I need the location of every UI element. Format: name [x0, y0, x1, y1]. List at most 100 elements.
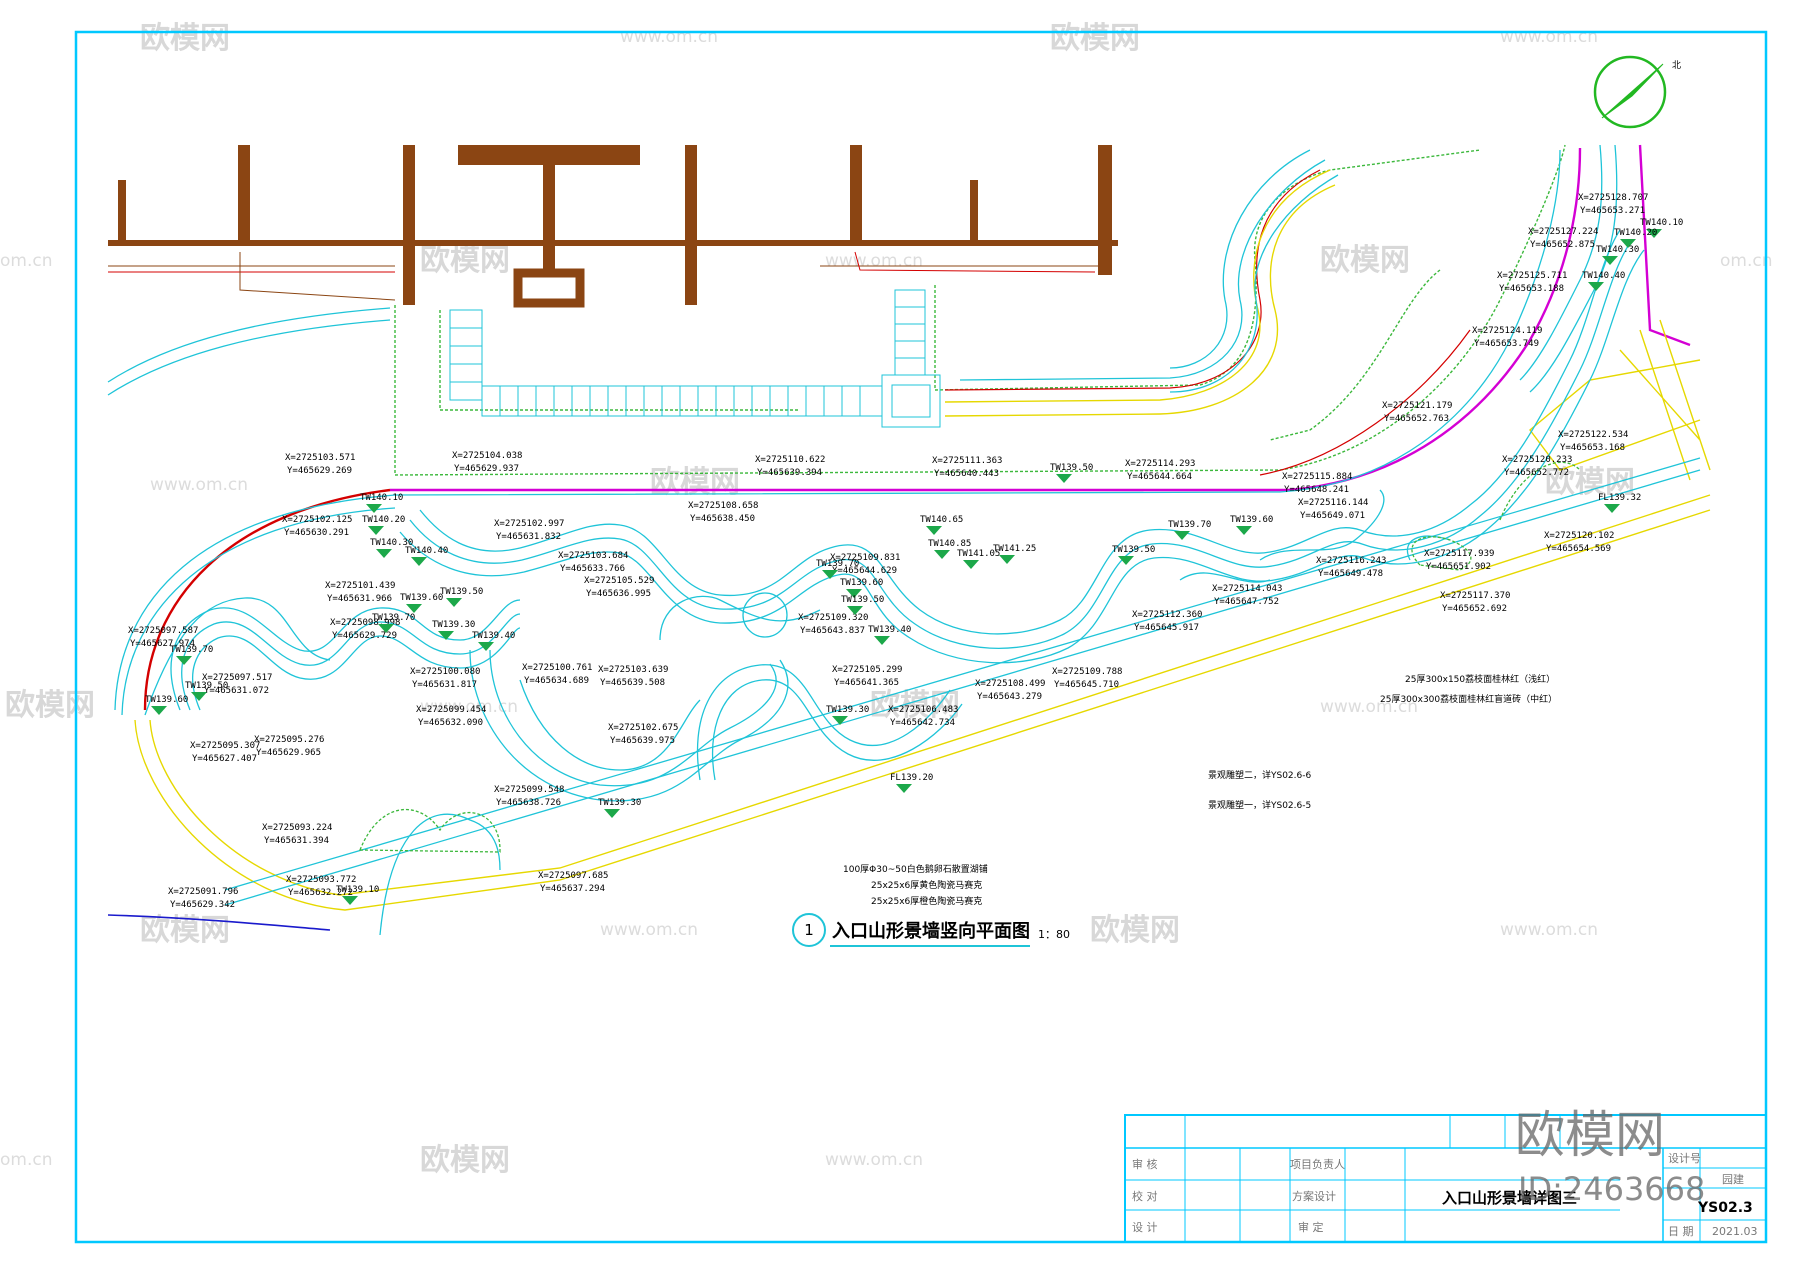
coordinate-y: Y=465643.837: [800, 626, 865, 636]
serpentine-walls: [107, 144, 1701, 936]
level-label: TW141.25: [993, 544, 1036, 554]
tb-scheme: 方案设计: [1292, 1189, 1336, 1203]
coordinate-x: X=2725127.224: [1528, 227, 1598, 237]
coordinate-x: X=2725114.293: [1125, 459, 1195, 469]
paving-note-a: 25厚300x150荔枝面桂林红（浅红）: [1405, 673, 1555, 685]
watermark-site: www.om.cn: [420, 697, 518, 717]
logo-id: ID:2463668: [1518, 1170, 1705, 1208]
level-marker-icon: [822, 570, 838, 579]
level-marker-icon: [963, 560, 979, 569]
coordinate-x: X=2725102.997: [494, 519, 564, 529]
drawing-scale: 1：80: [1038, 928, 1070, 941]
coordinate-y: Y=465653.188: [1499, 284, 1564, 294]
watermark-brand: 欧模网: [1090, 913, 1180, 948]
level-marker-icon: [176, 656, 192, 665]
coordinate-y: Y=465631.072: [204, 686, 269, 696]
level-marker-icon: [411, 557, 427, 566]
level-label: TW139.40: [868, 625, 911, 635]
coordinate-x: X=2725111.363: [932, 456, 1002, 466]
coordinate-y: Y=465639.508: [600, 678, 665, 688]
level-marker-icon: [999, 555, 1015, 564]
coordinate-y: Y=465653.168: [1560, 443, 1625, 453]
level-marker-icon: [896, 784, 912, 793]
coordinate-y: Y=465642.734: [890, 718, 955, 728]
coordinate-y: Y=465641.365: [834, 678, 899, 688]
coordinate-x: X=2725114.043: [1212, 584, 1282, 594]
tb-date: 2021.03: [1712, 1225, 1758, 1238]
coordinate-x: X=2725109.831: [830, 553, 900, 563]
watermark-site: www.om.cn: [1500, 920, 1598, 940]
level-marker-icon: [1646, 229, 1662, 238]
level-label: TW139.10: [336, 885, 379, 895]
planting-boundary: [394, 144, 1566, 476]
road-arc: [107, 914, 331, 931]
level-marker-icon: [934, 550, 950, 559]
coordinate-y: Y=465652.772: [1504, 468, 1569, 478]
level-marker-icon: [847, 606, 863, 615]
coordinate-x: X=2725116.144: [1298, 498, 1368, 508]
level-label: TW140.10: [1640, 218, 1683, 228]
level-label: TW139.60: [400, 593, 443, 603]
watermark-brand: 欧模网: [5, 688, 95, 723]
level-label: TW139.60: [840, 578, 883, 588]
tb-design: 设 计: [1132, 1221, 1158, 1234]
coordinate-x: X=2725120.233: [1502, 455, 1572, 465]
watermark-partial: om.cn: [0, 251, 53, 271]
level-marker-icon: [342, 896, 358, 905]
coordinate-y: Y=465640.443: [934, 469, 999, 479]
coordinate-x: X=2725103.571: [285, 453, 355, 463]
coordinate-y: Y=465631.817: [412, 680, 477, 690]
watermark-brand: 欧模网: [650, 465, 740, 500]
north-label: 北: [1672, 60, 1681, 71]
level-markers: TW140.10TW140.20TW140.30TW140.40TW139.60…: [145, 218, 1683, 905]
logo-brand: 欧模网: [1515, 1106, 1665, 1164]
coordinate-x: X=2725116.243: [1316, 556, 1386, 566]
coordinate-y: Y=465638.450: [690, 514, 755, 524]
level-label: TW139.70: [170, 645, 213, 655]
level-label: TW139.70: [1168, 520, 1211, 530]
logo-watermark: 欧模网 ID:2463668: [1515, 1106, 1705, 1208]
coordinate-x: X=2725105.529: [584, 576, 654, 586]
level-marker-icon: [378, 624, 394, 633]
coordinate-y: Y=465645.710: [1054, 680, 1119, 690]
coordinate-y: Y=465648.241: [1284, 485, 1349, 495]
coordinate-x: X=2725099.454: [416, 705, 486, 715]
coordinate-x: X=2725097.587: [128, 626, 198, 636]
coordinate-x: X=2725109.788: [1052, 667, 1122, 677]
coordinate-x: X=2725106.483: [888, 705, 958, 715]
level-marker-icon: [1588, 282, 1604, 291]
coordinate-y: Y=465629.937: [454, 464, 519, 474]
watermark-brand: 欧模网: [1050, 21, 1140, 56]
level-label: TW139.70: [816, 559, 859, 569]
coordinate-y: Y=465653.749: [1474, 339, 1539, 349]
level-label: FL139.20: [890, 773, 933, 783]
coordinate-y: Y=465632.090: [418, 718, 483, 728]
level-marker-icon: [151, 706, 167, 715]
coordinate-x: X=2725102.125: [282, 515, 352, 525]
coordinate-x: X=2725115.884: [1282, 472, 1352, 482]
coordinate-y: Y=465638.726: [496, 798, 561, 808]
coordinate-y: Y=465652.692: [1442, 604, 1507, 614]
level-marker-icon: [1174, 531, 1190, 540]
coordinate-y: Y=465631.966: [327, 594, 392, 604]
level-label: TW140.10: [360, 493, 403, 503]
level-label: TW139.50: [185, 681, 228, 691]
level-marker-icon: [1056, 474, 1072, 483]
paving-grid: [449, 289, 941, 428]
level-label: TW139.50: [1050, 463, 1093, 473]
coordinate-x: X=2725124.119: [1472, 326, 1542, 336]
material-note-2: 25x25x6厚黄色陶瓷马赛克: [871, 879, 982, 891]
coordinate-x: X=2725112.360: [1132, 610, 1202, 620]
level-label: TW139.50: [841, 595, 884, 605]
tb-design-no: 设计号: [1668, 1152, 1701, 1165]
tb-discipline: 园建: [1722, 1172, 1744, 1186]
watermark-partial: om.cn: [0, 1150, 53, 1170]
tb-audit: 审 核: [1132, 1157, 1158, 1171]
coordinate-y: Y=465653.271: [1580, 206, 1645, 216]
level-marker-icon: [376, 549, 392, 558]
coordinate-y: Y=465639.394: [757, 468, 822, 478]
coordinate-x: X=2725100.761: [522, 663, 592, 673]
coordinate-x: X=2725108.658: [688, 501, 758, 511]
drawing-title-text: 入口山形景墙竖向平面图: [832, 920, 1030, 942]
level-label: TW139.30: [598, 798, 641, 808]
